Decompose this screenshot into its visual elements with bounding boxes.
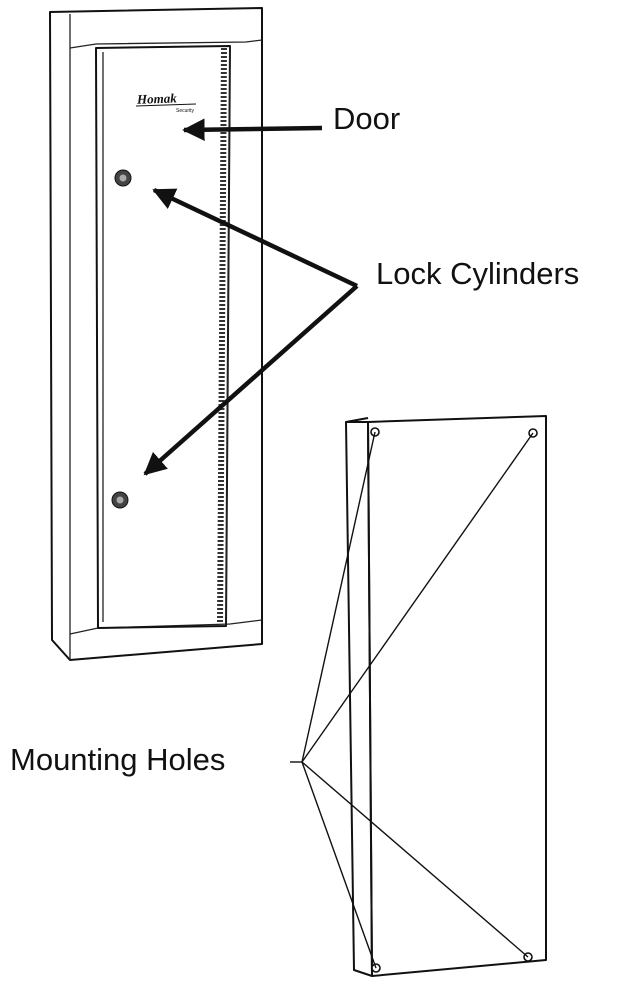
rear-side-top-edge	[345, 417, 369, 423]
cabinet-front-view: Homak Security	[49, 7, 263, 661]
cabinet-outline	[49, 7, 263, 661]
leader-bottom-left	[301, 761, 377, 969]
brand-underline	[135, 103, 197, 107]
leader-bottom-right	[301, 761, 529, 958]
callout-arrows	[143, 118, 359, 476]
lock-arrow-bottom	[143, 284, 359, 476]
door-hinge	[217, 47, 227, 625]
label-door: Door	[333, 101, 401, 136]
lock-cylinder-bottom	[111, 491, 129, 509]
door-arrow	[182, 118, 323, 141]
rear-back-panel	[367, 415, 547, 977]
door-hinge-edge	[225, 45, 231, 627]
cabinet-top-panel	[69, 39, 263, 49]
lock-arrow-top	[152, 187, 358, 289]
door-panel	[95, 45, 231, 629]
cabinet-rear-view	[345, 415, 547, 977]
leader-top-left	[301, 431, 376, 763]
lock-cylinder-top	[114, 169, 132, 187]
brand-logo: Homak	[136, 90, 178, 106]
label-lock-cylinders: Lock Cylinders	[376, 256, 580, 291]
mounting-hole-leaders	[290, 431, 534, 969]
brand-sub: Security	[176, 108, 195, 114]
leader-top-right	[301, 432, 534, 763]
label-mounting-holes: Mounting Holes	[10, 742, 226, 777]
rear-side-panel	[345, 421, 373, 977]
